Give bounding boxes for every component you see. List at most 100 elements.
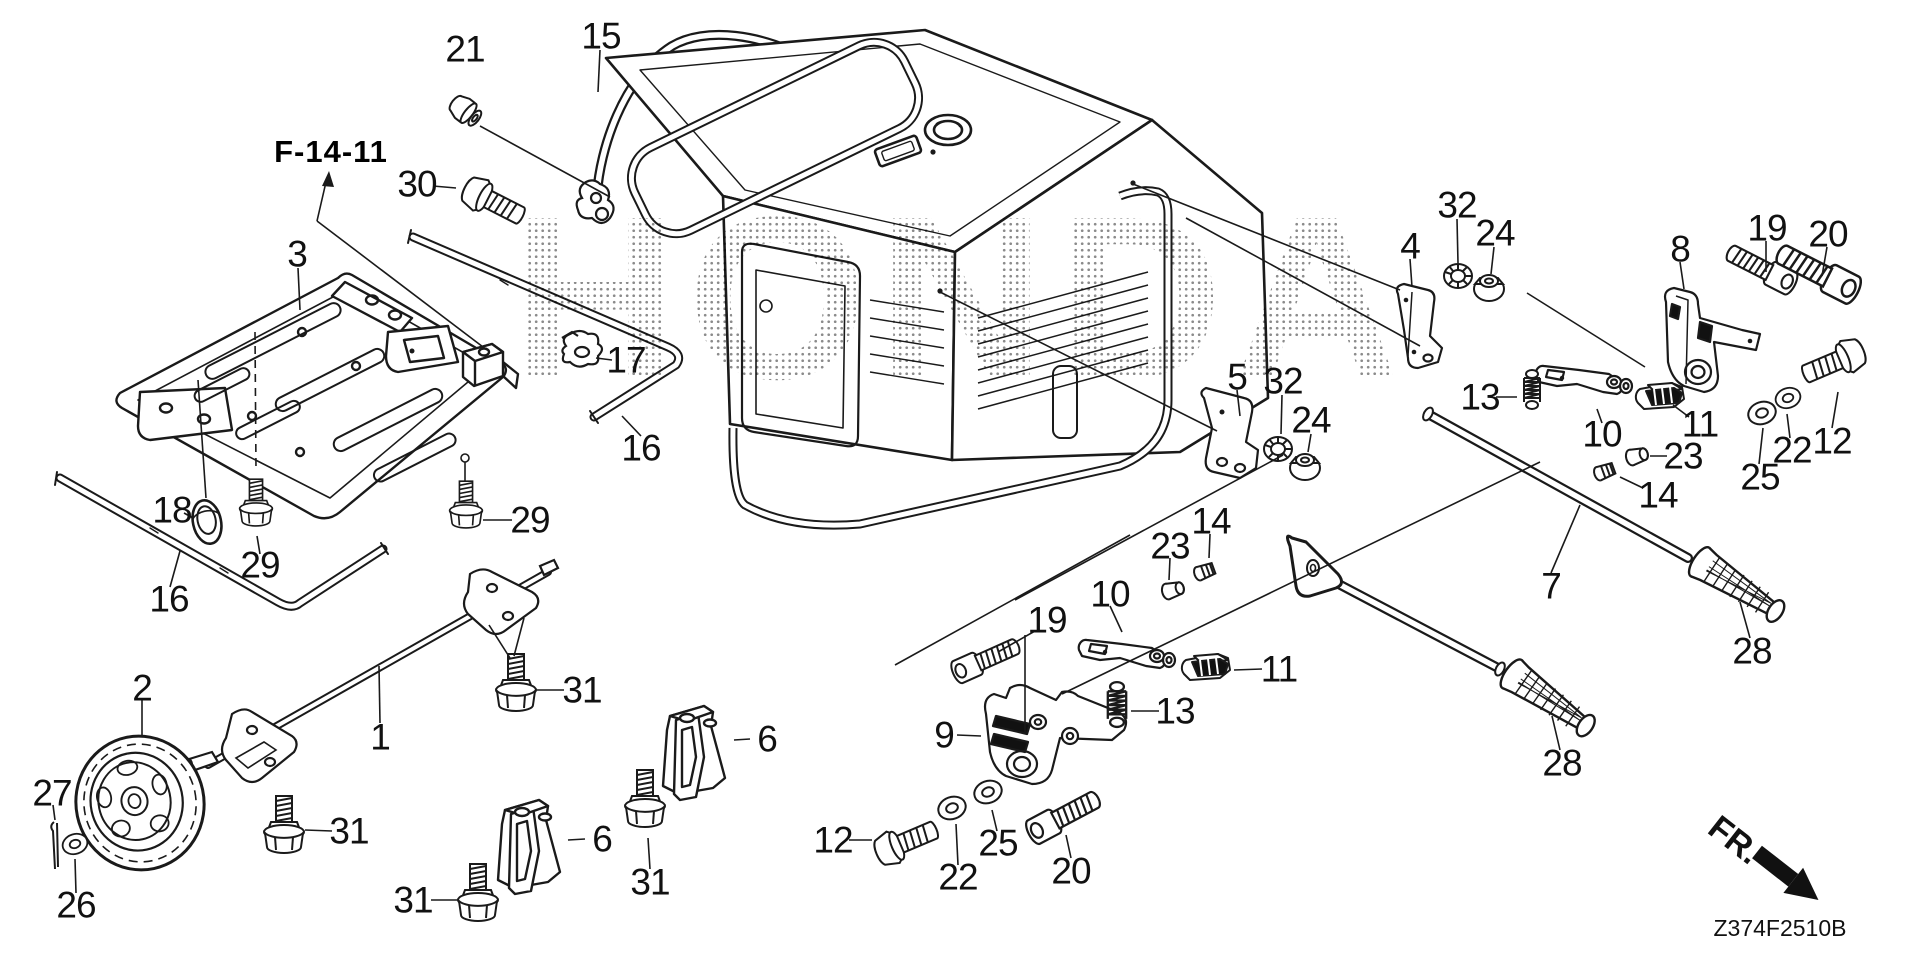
part-callout-31: 31 (329, 810, 369, 852)
part-callout-21: 21 (445, 28, 485, 70)
washer-22-center (934, 791, 970, 825)
part-callout-16: 16 (621, 427, 661, 469)
part-callout-5: 5 (1227, 356, 1248, 398)
part-callout-17: 17 (606, 339, 646, 381)
part-callout-10: 10 (1090, 573, 1130, 615)
part-callout-15: 15 (581, 15, 621, 57)
bolt-29-right (448, 480, 484, 529)
screw-14-center (1191, 560, 1217, 583)
part-callout-22: 22 (1772, 429, 1812, 471)
bracket-4 (1395, 282, 1444, 370)
rubber-foot-6-left (496, 798, 562, 896)
clamp-17 (561, 329, 604, 368)
bushing-23-right (1623, 444, 1651, 468)
grommet-18 (191, 498, 223, 546)
part-callout-6: 6 (757, 718, 778, 760)
part-callout-29: 29 (240, 544, 280, 586)
bolt-31-d (624, 769, 666, 828)
ref-label-f-14-11: F-14-11 (274, 134, 388, 169)
frame-pipe-16-right (407, 229, 684, 424)
part-callout-23: 23 (1150, 525, 1190, 567)
generator-unit (604, 28, 1270, 530)
bolt-31-c (457, 863, 499, 922)
bushing-23-center (1159, 578, 1187, 602)
part-callout-11: 11 (1260, 648, 1298, 690)
part-callout-23: 23 (1663, 435, 1703, 477)
part-callout-24: 24 (1475, 212, 1515, 254)
lever-10-right (1534, 364, 1634, 396)
washer-22-right (1772, 383, 1804, 413)
part-callout-1: 1 (370, 716, 391, 758)
part-callout-20: 20 (1051, 850, 1091, 892)
bolt-21 (448, 94, 483, 127)
screw-14-right (1591, 460, 1617, 483)
part-callout-3: 3 (287, 233, 308, 275)
spring-13-center (1106, 680, 1128, 729)
fr-direction-marker: FR. (1701, 808, 1819, 901)
leader-lines (52, 49, 1839, 901)
part-callout-26: 26 (56, 884, 96, 926)
part-callout-18: 18 (152, 489, 192, 531)
part-callout-12: 12 (1812, 420, 1852, 462)
washer-25-center (970, 775, 1006, 809)
bolt-19-center (947, 633, 1025, 686)
lock-washer-32-right (1443, 263, 1473, 289)
part-callout-32: 32 (1437, 184, 1477, 226)
part-callout-13: 13 (1460, 376, 1500, 418)
honda-watermark: HONDA (510, 169, 1411, 428)
wheel-2 (74, 734, 206, 872)
part-callout-8: 8 (1670, 228, 1691, 270)
washer-25-right (1744, 397, 1780, 429)
skid-plate-3 (115, 272, 520, 520)
handle-7 (1285, 406, 1693, 677)
bolt-12-right (1796, 333, 1871, 392)
lever-10-center (1077, 638, 1177, 670)
part-callout-31: 31 (630, 861, 670, 903)
part-callout-4: 4 (1400, 225, 1421, 267)
part-callout-19: 19 (1027, 599, 1067, 641)
nut-24-left (1289, 453, 1321, 481)
part-callout-14: 14 (1191, 500, 1231, 542)
part-callout-6: 6 (592, 818, 613, 860)
part-callout-16: 16 (149, 578, 189, 620)
bolt-20-center (1021, 785, 1106, 848)
part-callout-31: 31 (562, 669, 602, 711)
part-callout-25: 25 (1740, 456, 1780, 498)
latch-bracket-9 (983, 683, 1128, 786)
part-callout-14: 14 (1638, 474, 1678, 516)
part-callout-13: 13 (1155, 690, 1195, 732)
bolt-31-b (495, 653, 537, 712)
part-callout-28: 28 (1542, 742, 1582, 784)
part-callout-11: 11 (1681, 403, 1719, 445)
part-callout-27: 27 (32, 772, 72, 814)
part-callout-31: 31 (393, 879, 433, 921)
part-callout-29: 29 (510, 499, 550, 541)
part-callout-28: 28 (1732, 630, 1772, 672)
part-callout-2: 2 (132, 667, 153, 709)
spring-13-right (1523, 369, 1541, 410)
grip-28-lower (1495, 654, 1603, 745)
frame-pipe-16-left (54, 471, 389, 611)
part-callout-22: 22 (938, 856, 978, 898)
part-callout-19: 19 (1747, 207, 1787, 249)
part-callout-12: 12 (813, 819, 853, 861)
part-callout-10: 10 (1582, 413, 1622, 455)
rubber-foot-6-right (661, 704, 727, 802)
part-callout-20: 20 (1808, 213, 1848, 255)
bracket-5 (1200, 386, 1260, 480)
part-callout-9: 9 (934, 714, 955, 756)
part-callout-7: 7 (1541, 565, 1562, 607)
clip-11-center (1180, 653, 1231, 681)
part-callout-32: 32 (1263, 360, 1303, 402)
nut-24-right (1473, 274, 1505, 302)
part-callout-24: 24 (1291, 399, 1331, 441)
part-callout-25: 25 (978, 822, 1018, 864)
clip-11-right (1634, 382, 1685, 410)
bolt-31-a (263, 795, 305, 854)
cotter-pin-27 (50, 821, 59, 870)
part-callout-30: 30 (397, 163, 437, 205)
latch-bracket-8 (1663, 286, 1762, 394)
grip-28-upper (1683, 542, 1792, 631)
